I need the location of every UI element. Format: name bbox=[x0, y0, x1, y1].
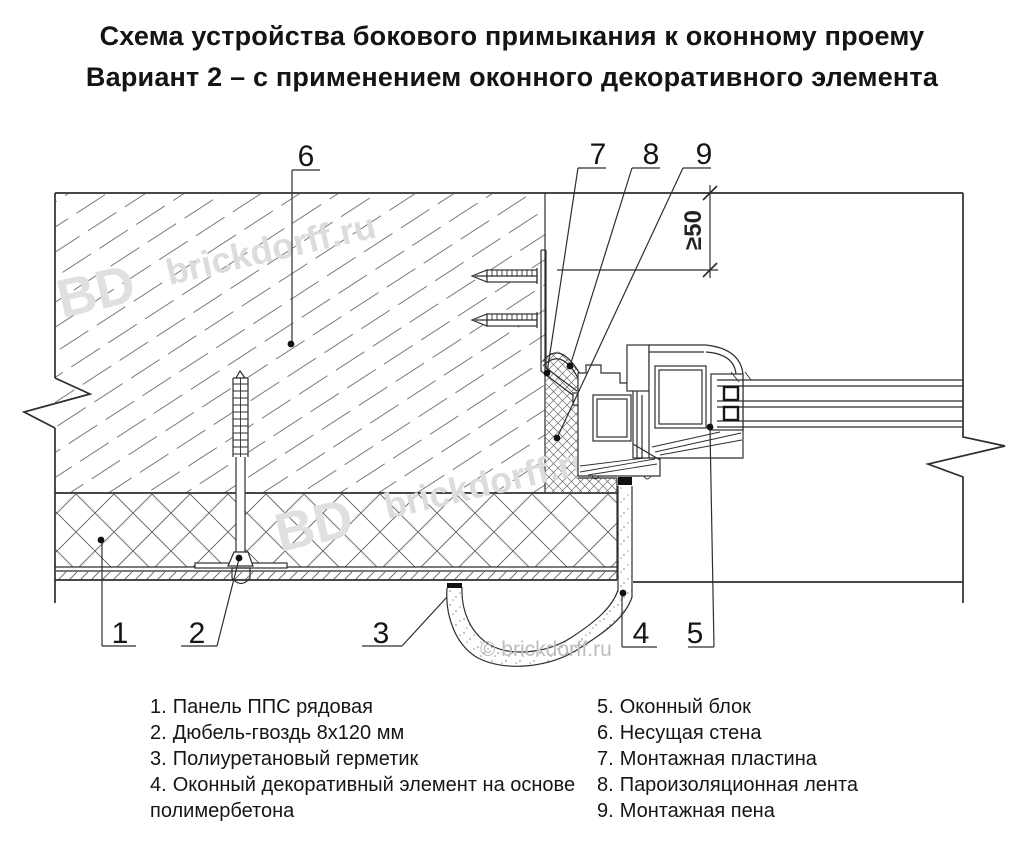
legend-item-8: 8.Пароизоляционная лента bbox=[597, 772, 957, 798]
legend-item-9-num: 9. bbox=[597, 800, 614, 822]
callout-5: 5 bbox=[687, 617, 704, 650]
legend-item-2-text: Дюбель-гвоздь 8х120 мм bbox=[172, 722, 405, 744]
decorative-element bbox=[446, 477, 633, 667]
legend-item-2-num: 2. bbox=[150, 722, 167, 744]
watermark-copyright: © brickdorff.ru bbox=[480, 638, 612, 661]
glazing-spacer-lower bbox=[722, 405, 740, 422]
sealant-bead-left bbox=[447, 583, 462, 588]
legend-item-6-num: 6. bbox=[597, 722, 614, 744]
legend-item-8-text: Пароизоляционная лента bbox=[619, 774, 858, 796]
dimension-value: ≥50 bbox=[680, 210, 707, 250]
legend-item-3-text: Полиуретановый герметик bbox=[172, 748, 419, 770]
legend-item-1-num: 1. bbox=[150, 696, 167, 718]
left-break-line bbox=[21, 377, 93, 429]
finish-strip-hatch bbox=[55, 571, 617, 580]
legend-item-3: 3.Полиуретановый герметик bbox=[150, 746, 620, 772]
drawing-title: Схема устройства бокового примыкания к о… bbox=[0, 16, 1024, 98]
legend-item-5-text: Оконный блок bbox=[619, 696, 751, 718]
legend-item-7-text: Монтажная пластина bbox=[619, 748, 817, 770]
pps-panel-section bbox=[55, 493, 618, 581]
bearing-wall-section bbox=[21, 192, 963, 603]
legend-item-9-text: Монтажная пена bbox=[619, 800, 775, 822]
wall-hatch-fill bbox=[55, 194, 545, 493]
foam-hatch-fill bbox=[545, 351, 617, 493]
legend-item-3-num: 3. bbox=[150, 748, 167, 770]
legend-item-2: 2.Дюбель-гвоздь 8х120 мм bbox=[150, 720, 620, 746]
callout-9: 9 bbox=[696, 138, 713, 171]
window-frame-profile bbox=[577, 364, 661, 480]
callout-2: 2 bbox=[189, 617, 206, 650]
legend-item-6: 6.Несущая стена bbox=[597, 720, 957, 746]
callout-7: 7 bbox=[590, 138, 607, 171]
glazing-unit bbox=[717, 379, 963, 428]
legend-item-4-num: 4. bbox=[150, 774, 167, 796]
legend-left-column: 1.Панель ППС рядовая 2.Дюбель-гвоздь 8х1… bbox=[150, 694, 620, 824]
legend-item-5-num: 5. bbox=[597, 696, 614, 718]
sealant-bead-top bbox=[618, 477, 632, 485]
legend-item-4-text: Оконный декоративный элемент на основе п… bbox=[150, 774, 576, 822]
legend-item-1: 1.Панель ППС рядовая bbox=[150, 694, 620, 720]
title-line-2: Вариант 2 – с применением оконного декор… bbox=[85, 62, 939, 92]
callouts: 6 7 8 9 1 2 3 4 bbox=[97, 138, 715, 650]
panel-hatch-fill bbox=[55, 494, 617, 567]
right-break-line bbox=[925, 193, 1006, 603]
dowel-recess-plug bbox=[231, 567, 251, 585]
anchor-screw-lower bbox=[470, 312, 538, 328]
opening-bottom-right bbox=[633, 193, 1006, 603]
callout-1: 1 bbox=[112, 617, 129, 650]
dowel-nail bbox=[194, 369, 288, 585]
title-line-1: Схема устройства бокового примыкания к о… bbox=[99, 21, 925, 51]
dimension-overlap: ≥50 bbox=[557, 185, 718, 278]
callout-3: 3 bbox=[373, 617, 390, 650]
callout-6: 6 bbox=[298, 140, 315, 173]
callout-8: 8 bbox=[643, 138, 660, 171]
legend-item-1-text: Панель ППС рядовая bbox=[172, 696, 373, 718]
glazing-spacer-upper bbox=[722, 385, 740, 402]
legend-item-7: 7.Монтажная пластина bbox=[597, 746, 957, 772]
legend-item-8-num: 8. bbox=[597, 774, 614, 796]
legend-item-6-text: Несущая стена bbox=[619, 722, 762, 744]
callout-4: 4 bbox=[633, 617, 650, 650]
legend-right-column: 5.Оконный блок 6.Несущая стена 7.Монтажн… bbox=[597, 694, 957, 824]
window-sash-profile bbox=[626, 344, 752, 461]
anchor-screw-upper bbox=[470, 268, 538, 284]
legend-item-9: 9.Монтажная пена bbox=[597, 798, 957, 824]
legend-item-5: 5.Оконный блок bbox=[597, 694, 957, 720]
legend-item-7-num: 7. bbox=[597, 748, 614, 770]
legend-item-4: 4.Оконный декоративный элемент на основе… bbox=[150, 772, 620, 824]
